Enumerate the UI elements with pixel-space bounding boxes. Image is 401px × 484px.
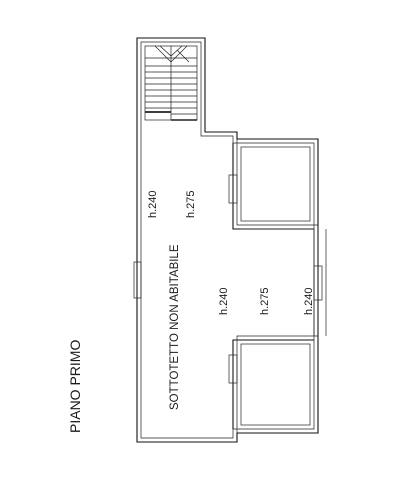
- height-label-lower-right: h.240: [303, 287, 315, 315]
- height-label-upper-left: h.240: [147, 190, 159, 218]
- window-marks: [133, 174, 323, 384]
- room-label: SOTTOTETTO NON ABITABILE: [169, 244, 181, 410]
- height-label-lower-left: h.240: [218, 287, 230, 315]
- height-label-lower-center: h.275: [259, 287, 271, 315]
- height-label-upper-right: h.275: [185, 190, 197, 218]
- outer-wall: [136, 37, 319, 443]
- staircase: [144, 45, 198, 121]
- floor-title: PIANO PRIMO: [67, 340, 83, 433]
- inner-partitions: [232, 139, 327, 433]
- right-rooms: [240, 146, 311, 426]
